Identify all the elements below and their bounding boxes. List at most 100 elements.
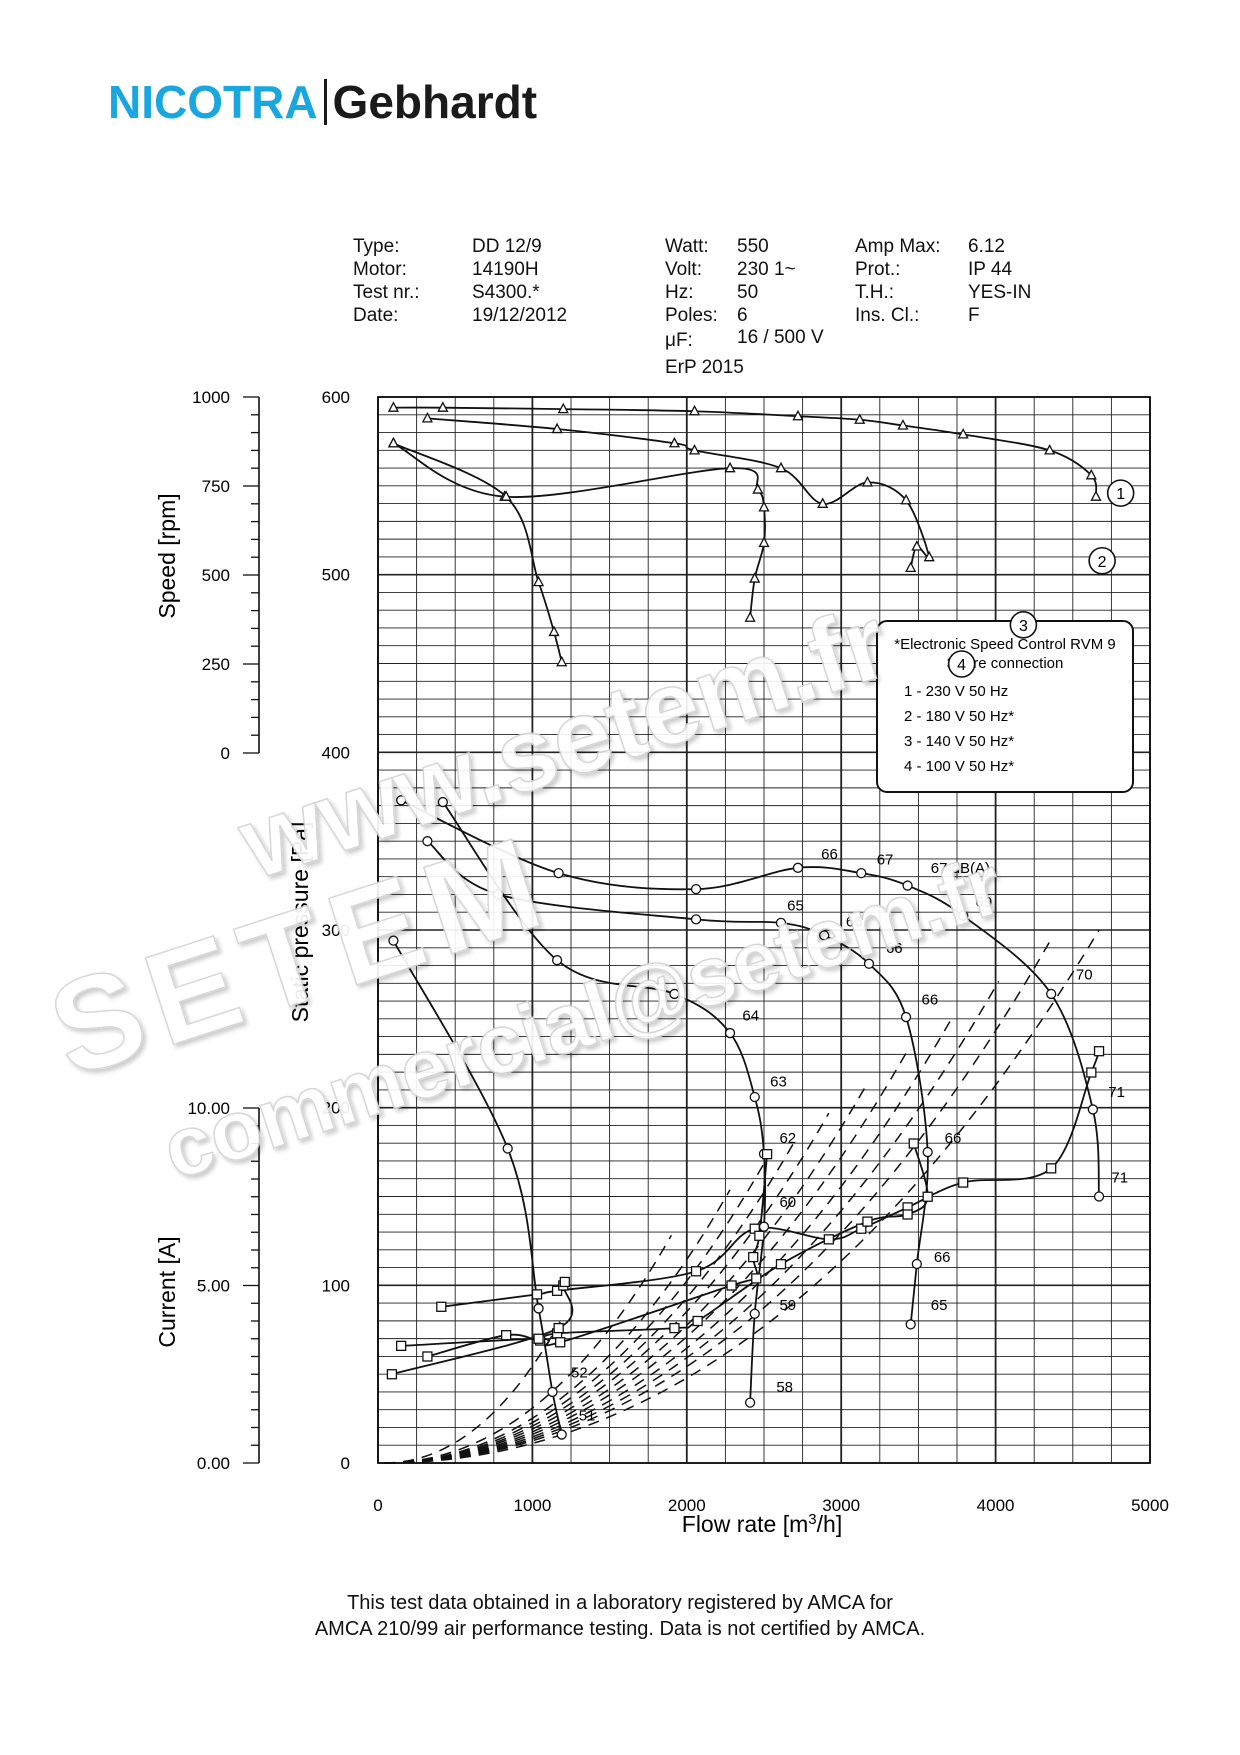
system-line: [384, 1234, 673, 1464]
noise-label: 63: [770, 1073, 787, 1090]
speed-point: [905, 561, 917, 573]
speed-tick-label: 750: [202, 477, 230, 496]
spec-col1-values: DD 12/9 14190H S4300.* 19/12/2012: [472, 235, 567, 327]
speed-curve: [393, 442, 766, 618]
pressure-point: [819, 930, 830, 941]
speed-point: [557, 402, 569, 414]
noise-label: 66: [821, 846, 838, 863]
speed-point: [749, 572, 761, 583]
x-axis-label-sup: 3: [808, 1511, 816, 1528]
pressure-point: [905, 1319, 916, 1330]
current-point: [751, 1273, 762, 1284]
system-line: [384, 929, 1100, 1464]
spec-value: 550: [737, 236, 769, 257]
speed-point: [744, 611, 756, 622]
pressure-point: [902, 880, 913, 891]
logo-gebhardt: Gebhardt: [332, 76, 538, 128]
legend-title: *Electronic Speed Control RVM 9: [894, 636, 1116, 653]
speed-point: [854, 413, 866, 424]
pressure-point: [911, 1258, 923, 1270]
noise-label: 64: [742, 1008, 759, 1025]
noise-label: 66: [934, 1249, 951, 1266]
speed-point: [1085, 468, 1097, 480]
current-point: [1093, 1046, 1105, 1057]
current-point: [436, 1301, 447, 1312]
current-curve: [391, 1280, 574, 1376]
system-line: [384, 1163, 765, 1464]
pressure-point: [856, 867, 867, 879]
current-point: [922, 1191, 933, 1202]
pressure-point: [547, 1386, 558, 1398]
current-point: [422, 1351, 433, 1362]
pressure-point: [900, 1011, 912, 1023]
plot-frame: [377, 396, 1151, 1464]
spec-value: 14190H: [472, 259, 539, 280]
spec-value: YES-IN: [968, 282, 1032, 303]
pressure-point: [502, 1143, 513, 1154]
spec-label: Watt:: [665, 236, 709, 257]
speed-curve: [393, 406, 1098, 497]
speed-point: [688, 404, 701, 416]
legend-frame: [876, 620, 1134, 793]
x-axis-label-main: Flow rate [m: [682, 1511, 809, 1537]
footer-note: This test data obtained in a laboratory …: [0, 1590, 1240, 1642]
spec-uf-value: 16 / 500 V: [737, 327, 824, 348]
current-point: [386, 1369, 398, 1380]
pressure-point: [758, 1221, 770, 1232]
spec-label: Date:: [353, 305, 399, 326]
noise-label: 65: [931, 1297, 948, 1314]
current-point: [1086, 1067, 1097, 1078]
system-line: [384, 941, 1051, 1464]
pressure-point: [551, 955, 563, 966]
system-line: [384, 1321, 561, 1464]
pressure-point: [669, 988, 680, 1000]
noise-label: 66: [846, 913, 863, 930]
spec-value: DD 12/9: [472, 236, 542, 257]
noise-label: 59: [779, 1297, 796, 1314]
pressure-tick-label: 100: [322, 1276, 350, 1295]
curve-number-circle: [1106, 479, 1135, 507]
system-line: [384, 1112, 830, 1464]
curves: [391, 406, 1100, 1435]
current-point: [559, 1276, 570, 1288]
current-point: [501, 1330, 512, 1341]
noise-label: 52: [571, 1365, 588, 1382]
curve-number-label: 1: [1116, 486, 1125, 503]
current-point: [856, 1223, 867, 1234]
current-curve: [441, 1050, 1100, 1308]
system-line: [384, 980, 1000, 1464]
speed-point: [758, 536, 770, 548]
pressure-point: [690, 883, 702, 895]
pressure-point: [493, 889, 504, 900]
spec-label: Test nr.:: [353, 282, 420, 303]
speed-point: [775, 461, 787, 473]
speed-point: [758, 500, 770, 512]
x-tick-label: 0: [373, 1496, 382, 1515]
speed-tick-label: 0: [221, 744, 230, 763]
legend-item: 1 - 230 V 50 Hz: [904, 683, 1008, 700]
system-line: [384, 1016, 954, 1464]
noise-label: 70: [1076, 967, 1093, 984]
current-point: [553, 1322, 564, 1334]
speed-point: [900, 493, 912, 505]
spec-label: Volt:: [665, 259, 702, 280]
current-axis-label: Current [A]: [154, 1236, 180, 1347]
speed-tick-label: 500: [202, 566, 230, 585]
pressure-curve: [400, 799, 1100, 1197]
curve-number-label: 4: [957, 657, 966, 674]
spec-label: Hz:: [665, 282, 694, 303]
pressure-point: [792, 862, 804, 873]
current-tick-label: 10.00: [187, 1099, 230, 1118]
pressure-tick-label: 300: [322, 921, 350, 940]
pressure-point: [1087, 1104, 1099, 1115]
x-tick-label: 1000: [513, 1496, 551, 1515]
current-tick-label: 5.00: [197, 1277, 230, 1296]
legend-item: 3 - 140 V 50 Hz*: [904, 733, 1014, 750]
spec-value: 50: [737, 282, 759, 303]
spec-label: Prot.:: [855, 259, 901, 280]
current-point: [555, 1337, 566, 1348]
noise-label: 71: [1108, 1084, 1125, 1101]
speed-point: [556, 655, 568, 667]
